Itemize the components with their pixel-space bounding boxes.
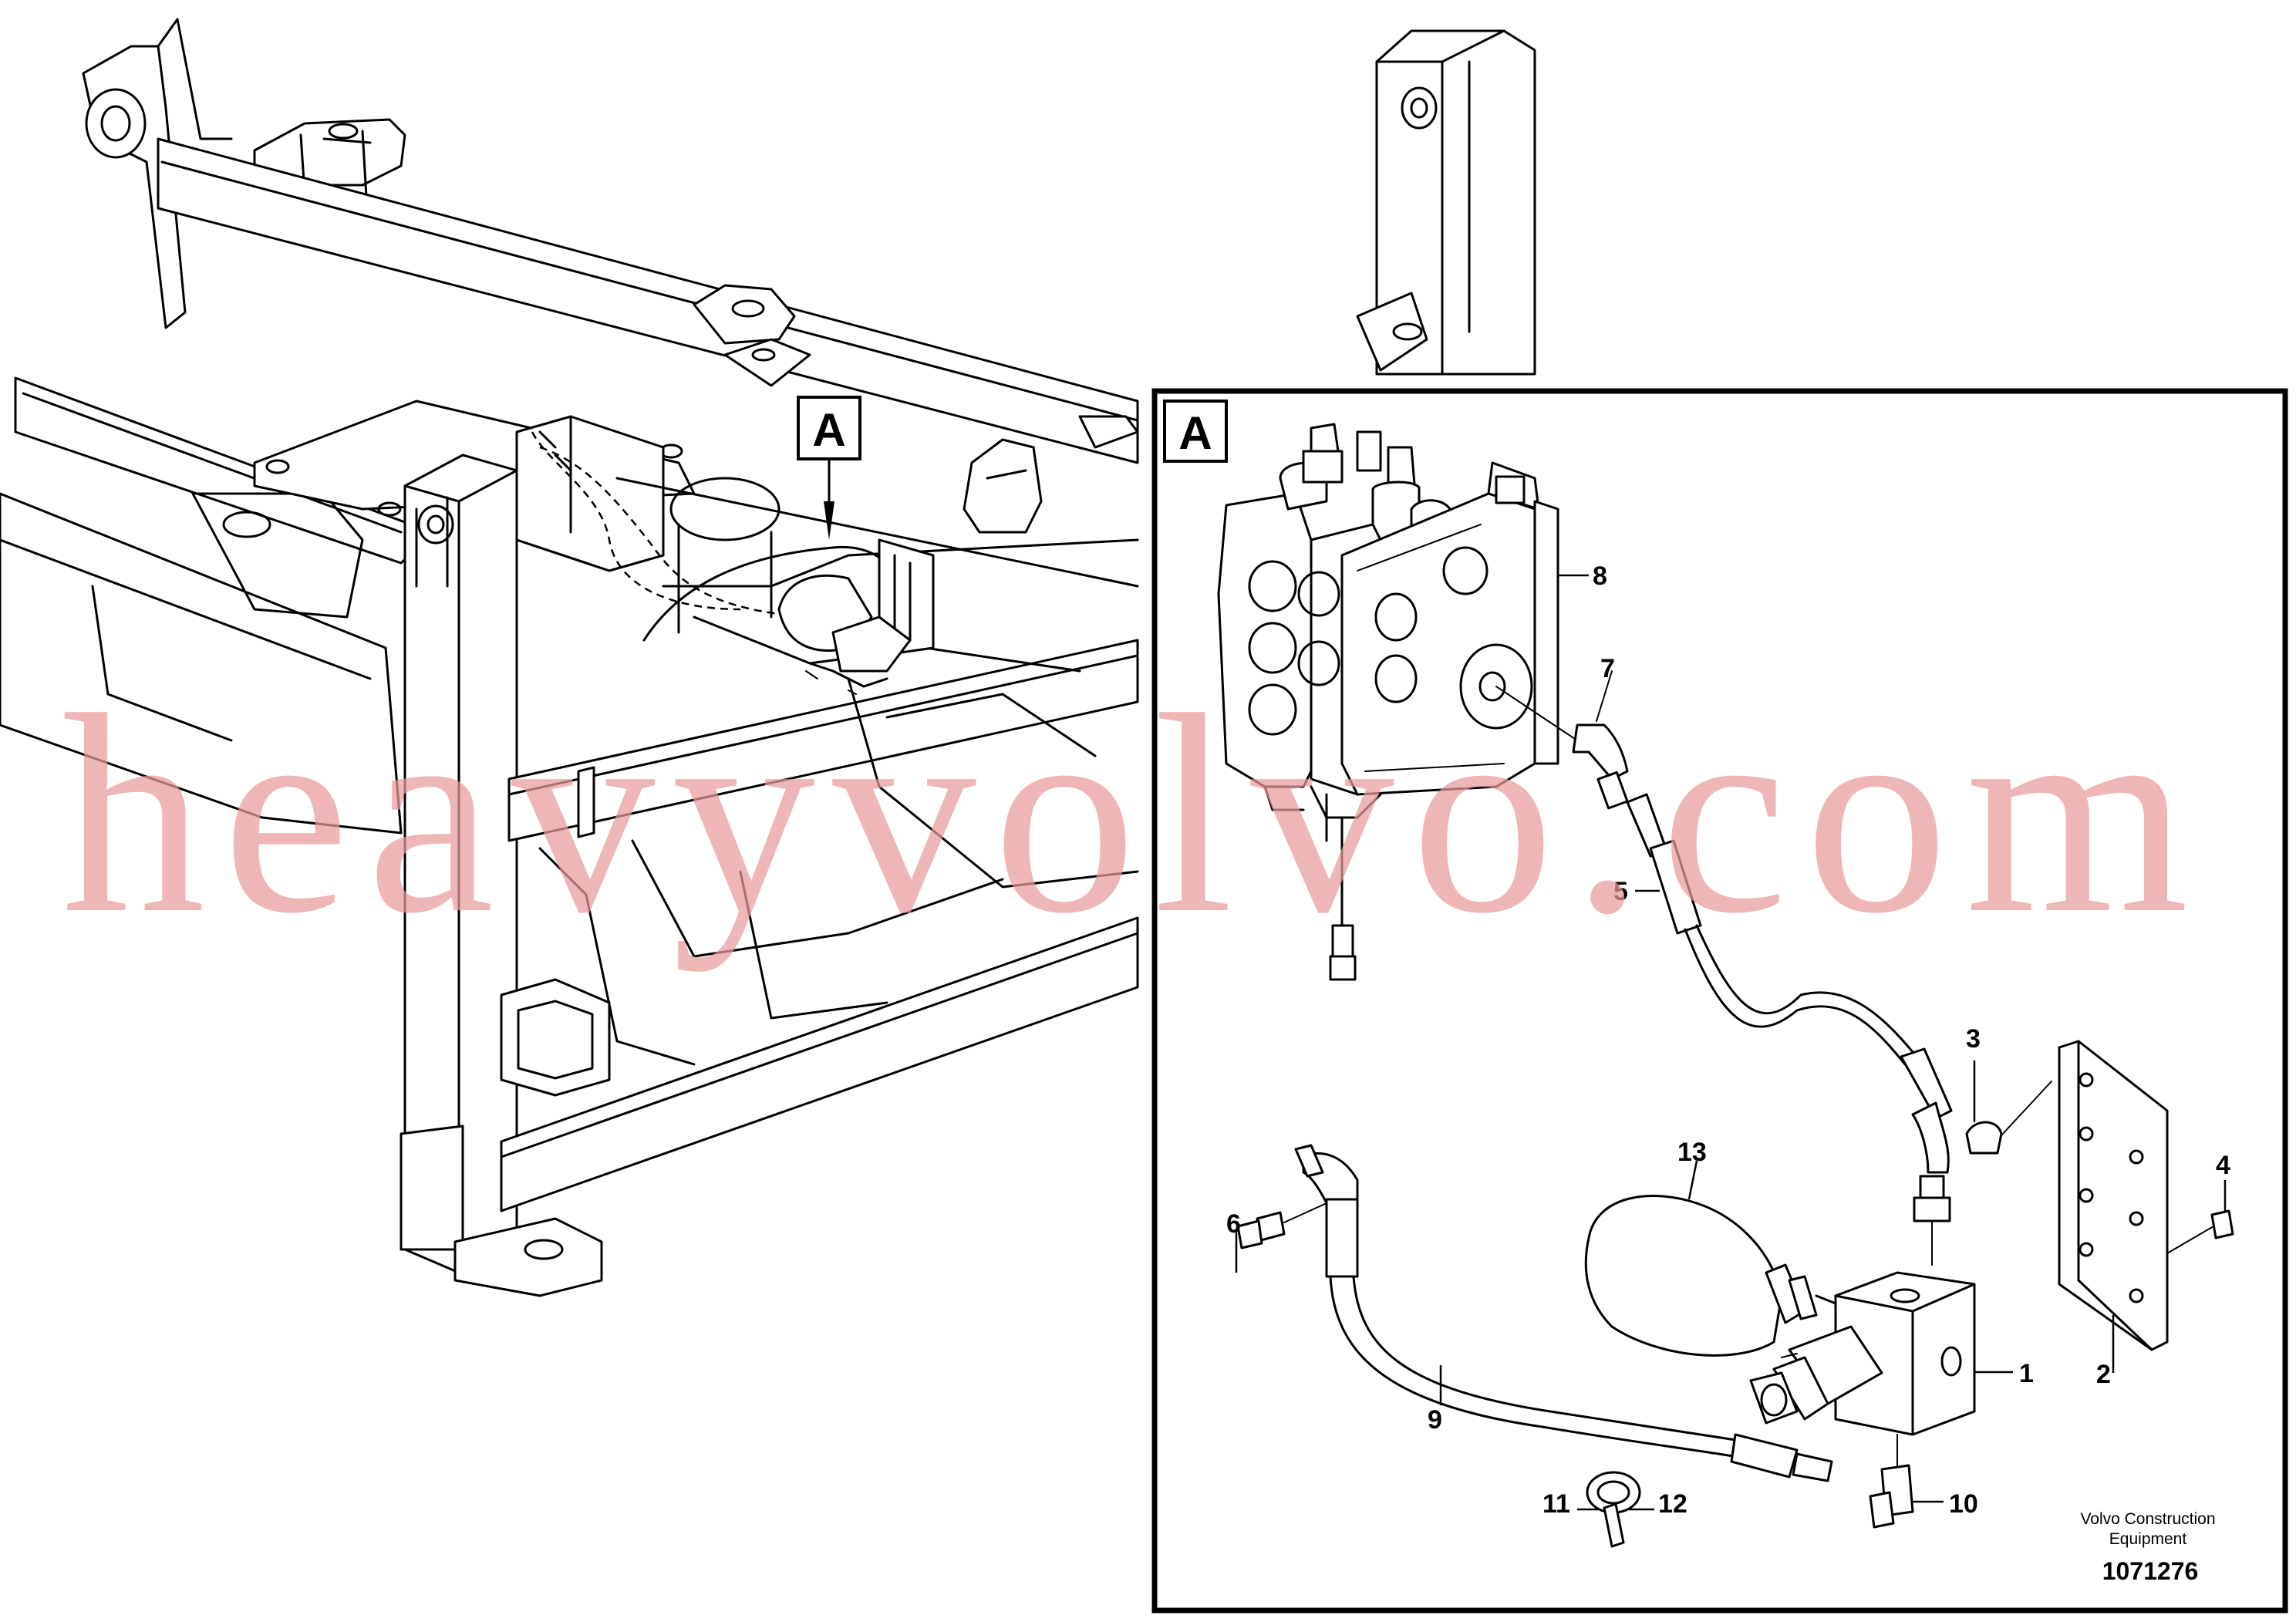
callout-13: 13 [1677, 1138, 1707, 1167]
detail-marker-a: A [797, 396, 861, 540]
callouts: 8 7 5 3 13 4 6 1 2 9 10 11 12 [1226, 561, 2230, 1519]
callout-9: 9 [1428, 1405, 1442, 1435]
hose-clamp-11-12 [1586, 1471, 1641, 1548]
hose-9 [1236, 1144, 1833, 1482]
valve-block-1 [1749, 1271, 1976, 1436]
brand-line-1: Volvo Construction [2080, 1510, 2215, 1528]
callout-3: 3 [1966, 1024, 1981, 1054]
title-block: Volvo Construction Equipment 1071276 [2080, 1510, 2215, 1585]
callout-2: 2 [2096, 1360, 2111, 1389]
callout-10: 10 [1949, 1489, 1978, 1519]
accumulator-13 [1584, 1195, 1837, 1357]
callout-6: 6 [1226, 1209, 1241, 1239]
leader-13 [1687, 1160, 1698, 1200]
adapter-fitting [1913, 1175, 1951, 1266]
clamp-3 [1965, 1081, 2052, 1155]
callout-8: 8 [1593, 561, 1607, 591]
callout-4: 4 [2216, 1151, 2230, 1180]
svg-text:A: A [812, 404, 845, 456]
upright-post-drawing [1356, 29, 1536, 376]
svg-text:A: A [1178, 407, 1212, 459]
watermark-text: heavyvolvo.com [62, 656, 2206, 973]
bolt-4 [2166, 1209, 2234, 1254]
callout-7: 7 [1600, 654, 1615, 683]
callout-5: 5 [1613, 877, 1628, 906]
document-number: 1071276 [2102, 1557, 2199, 1585]
callout-1: 1 [2019, 1359, 2034, 1388]
hose-5 [1626, 793, 1953, 1174]
tee-fitting-10 [1869, 1434, 1914, 1529]
callout-11: 11 [1542, 1489, 1570, 1519]
callout-12: 12 [1658, 1489, 1687, 1519]
control-valve [1217, 423, 1559, 981]
machine-frame-drawing [0, 18, 1139, 1297]
elbow-fitting-7 [1495, 670, 1629, 810]
mounting-plate-2 [2058, 1040, 2169, 1351]
brand-line-2: Equipment [2109, 1530, 2187, 1548]
